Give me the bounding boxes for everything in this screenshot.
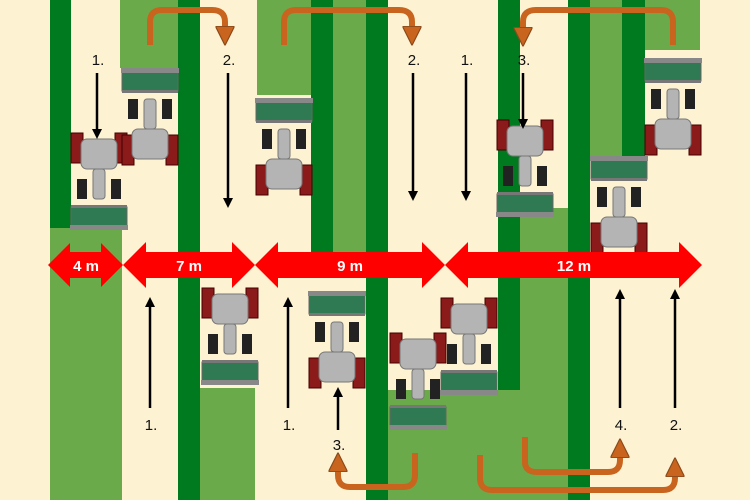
step-label: 2. — [223, 52, 236, 69]
u-turn-arrow-icon — [522, 437, 620, 475]
tractor-icon — [200, 287, 260, 386]
direction-arrows — [92, 73, 680, 430]
tractor-icon — [388, 332, 448, 431]
u-turn-arrow-icon — [147, 7, 225, 45]
width-label: 12 m — [557, 258, 591, 275]
step-label: 3. — [333, 437, 346, 454]
step-label: 4. — [615, 417, 628, 434]
width-arrow-4m — [48, 243, 123, 287]
step-label: 1. — [461, 52, 474, 69]
step-label: 2. — [670, 417, 683, 434]
u-turn-arrow-icon — [477, 455, 675, 493]
tractor-icon — [439, 297, 499, 396]
tractor-icon — [254, 97, 314, 196]
tractor-icon — [643, 57, 703, 156]
width-arrow-9m — [255, 242, 445, 288]
step-label: 3. — [518, 52, 531, 69]
tractor-icon — [69, 132, 129, 231]
tractor-icon — [307, 290, 367, 389]
tractor-icon — [495, 119, 555, 218]
width-arrows: 4 m 7 m 9 m 12 m — [48, 242, 702, 288]
u-turn-arrow-icon — [523, 7, 676, 45]
width-label: 4 m — [73, 258, 99, 275]
step-label: 1. — [283, 417, 296, 434]
width-arrow-12m — [445, 242, 702, 288]
u-turn-arrow-icon — [281, 7, 412, 45]
width-label: 9 m — [337, 258, 363, 275]
step-label: 1. — [145, 417, 158, 434]
step-labels: 1. 2. 1. 2. 1. 3. 1. 3. 4. 2. — [92, 52, 683, 454]
width-label: 7 m — [176, 258, 202, 275]
tractor-icon — [120, 67, 180, 166]
step-label: 2. — [408, 52, 421, 69]
u-turn-arrow-icon — [338, 453, 418, 490]
turn-arrows — [147, 7, 676, 493]
tractor-icon — [589, 155, 649, 254]
step-label: 1. — [92, 52, 105, 69]
width-arrow-7m — [123, 242, 255, 288]
